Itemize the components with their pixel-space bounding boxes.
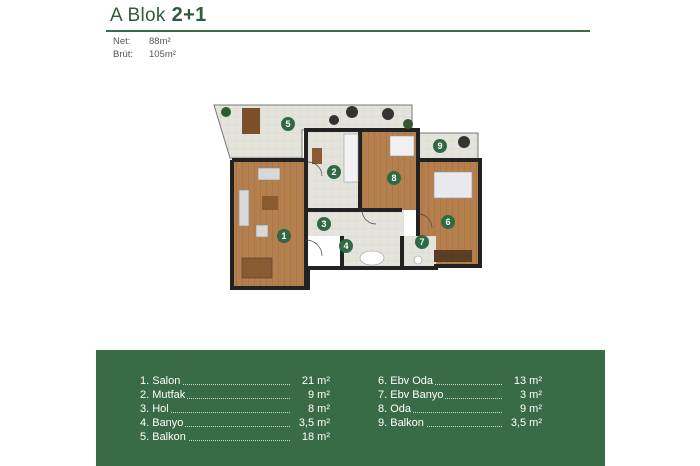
room-6-bed (433, 171, 473, 199)
badge-7-label: 7 (419, 237, 424, 247)
doors (305, 161, 433, 257)
legend-room-name: 4. Banyo (140, 417, 186, 429)
walls (230, 128, 482, 290)
chair-3 (382, 108, 394, 120)
legend-room-area: 9 m² (520, 403, 542, 415)
legend-row: 8. Oda 9 m² (378, 403, 542, 417)
title-divider (106, 30, 590, 32)
badge-8-label: 8 (391, 173, 396, 183)
badge-8 (387, 171, 401, 185)
badge-4-label: 4 (343, 241, 348, 251)
legend-room-area: 13 m² (513, 375, 542, 387)
legend-row: 6. Ebv Oda 13 m² (378, 375, 542, 389)
net-area-label: Net: (113, 36, 131, 47)
legend-room-name: 9. Balkon (378, 417, 426, 429)
legend-room-area: 21 m² (301, 375, 330, 387)
balcony-5-floor (213, 104, 413, 159)
gross-area-label: Brüt: (113, 49, 134, 60)
balcony-table (242, 108, 260, 134)
unit-type: 2+1 (171, 4, 207, 26)
legend-row: 9. Balkon 3,5 m² (378, 417, 542, 431)
sofa (238, 189, 250, 227)
gross-area-row: Brüt: 105m² (113, 49, 176, 60)
kitchen-counter (343, 133, 359, 183)
badge-9 (433, 139, 447, 153)
legend-row: 5. Balkon 18 m² (140, 431, 330, 445)
legend-room-area: 3,5 m² (298, 417, 330, 429)
badge-2 (327, 165, 341, 179)
legend-column-left: 1. Salon 21 m² 2. Mutfak 9 m² 3. Hol 8 m² 4… (140, 375, 330, 445)
legend-room-area: 9 m² (308, 389, 330, 401)
badge-3-label: 3 (321, 219, 326, 229)
legend-room-area: 18 m² (301, 431, 330, 443)
badge-2-label: 2 (331, 167, 336, 177)
room-legend: 1. Salon 21 m² 2. Mutfak 9 m² 3. Hol 8 m² 4… (96, 350, 605, 466)
room-8-bed (389, 135, 415, 157)
plant-2 (403, 119, 413, 129)
legend-room-name: 1. Salon (140, 375, 183, 387)
wardrobe (434, 250, 472, 262)
legend-room-name: 6. Ebv Oda (378, 375, 436, 387)
badge-6 (441, 215, 455, 229)
bathtub (359, 250, 385, 266)
room-badges: 1 2 3 4 5 6 7 8 9 (277, 117, 455, 253)
plant (221, 107, 231, 117)
badge-4 (339, 239, 353, 253)
armchair-2 (255, 224, 269, 238)
chair-4 (458, 136, 470, 148)
legend-room-name: 7. Ebv Banyo (378, 389, 446, 401)
badge-1 (277, 229, 291, 243)
chair-2 (329, 115, 339, 125)
net-area-value: 88m² (149, 36, 171, 47)
legend-column-right: 6. Ebv Oda 13 m² 7. Ebv Banyo 3 m² 8. Oda 9… (378, 375, 542, 431)
legend-room-name: 3. Hol (140, 403, 171, 415)
badge-3 (317, 217, 331, 231)
kitchen-table (312, 148, 322, 164)
net-area-row: Net: 88m² (113, 36, 171, 47)
dining-table (241, 257, 273, 279)
chair-1 (346, 106, 358, 118)
block-name: A Blok (110, 5, 166, 26)
balcony-9-floor (415, 132, 479, 162)
badge-5 (281, 117, 295, 131)
badge-7 (415, 235, 429, 249)
badge-1-label: 1 (281, 231, 286, 241)
armchair (257, 167, 281, 181)
legend-room-area: 8 m² (308, 403, 330, 415)
legend-room-name: 8. Oda (378, 403, 414, 415)
legend-room-name: 5. Balkon (140, 431, 188, 443)
legend-row: 2. Mutfak 9 m² (140, 389, 330, 403)
legend-room-area: 3 m² (520, 389, 542, 401)
toilet (413, 255, 423, 265)
legend-row: 4. Banyo 3,5 m² (140, 417, 330, 431)
legend-row: 7. Ebv Banyo 3 m² (378, 389, 542, 403)
legend-room-name: 2. Mutfak (140, 389, 188, 401)
badge-6-label: 6 (445, 217, 450, 227)
floor-plan: 1 2 3 4 5 6 7 8 9 (213, 104, 482, 290)
legend-row: 1. Salon 21 m² (140, 375, 330, 389)
legend-room-area: 3,5 m² (510, 417, 542, 429)
badge-5-label: 5 (285, 119, 290, 129)
gross-area-value: 105m² (149, 49, 176, 60)
badge-9-label: 9 (437, 141, 442, 151)
legend-row: 3. Hol 8 m² (140, 403, 330, 417)
coffee-table (262, 196, 278, 210)
